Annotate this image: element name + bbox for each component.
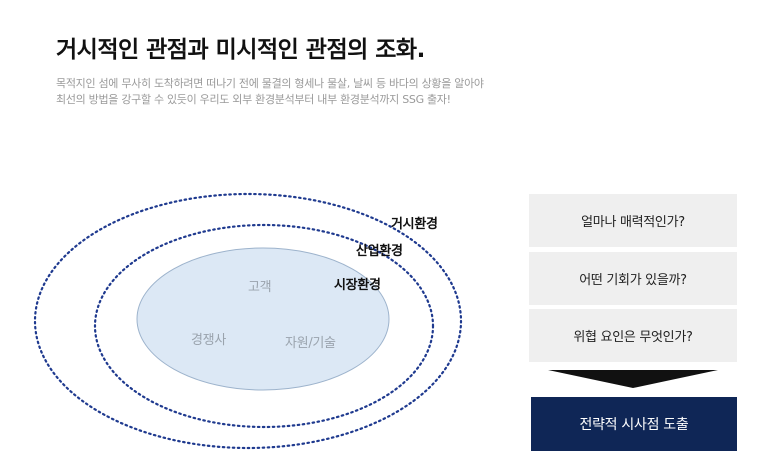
macro-environment-label: 거시환경 — [391, 217, 438, 232]
resource-technology-label: 자원/기술 — [285, 336, 336, 351]
environment-diagram — [33, 192, 463, 450]
competitor-label: 경쟁사 — [191, 333, 226, 348]
industry-environment-label: 산업환경 — [356, 244, 403, 259]
question-box-opportunity: 어떤 기회가 있을까? — [529, 252, 737, 305]
question-box-threat: 위협 요인은 무엇인가? — [529, 309, 737, 362]
market-ellipse — [136, 247, 390, 391]
industry-ring — [93, 223, 435, 429]
strategic-implication-box: 전략적 시사점 도출 — [531, 397, 737, 451]
page-description: 목적지인 섬에 무사히 도착하려면 떠나기 전에 물결의 형세나 물살, 날씨 … — [56, 76, 484, 108]
down-arrow-icon — [548, 370, 718, 388]
description-line-2: 최선의 방법을 강구할 수 있듯이 우리도 외부 환경분석부터 내부 환경분석까… — [56, 93, 451, 106]
page-title: 거시적인 관점과 미시적인 관점의 조화. — [56, 37, 425, 63]
market-environment-label: 시장환경 — [334, 278, 381, 293]
question-box-attractiveness: 얼마나 매력적인가? — [529, 194, 737, 247]
macro-ring — [33, 192, 463, 450]
description-line-1: 목적지인 섬에 무사히 도착하려면 떠나기 전에 물결의 형세나 물살, 날씨 … — [56, 77, 484, 90]
customer-label: 고객 — [248, 280, 272, 295]
